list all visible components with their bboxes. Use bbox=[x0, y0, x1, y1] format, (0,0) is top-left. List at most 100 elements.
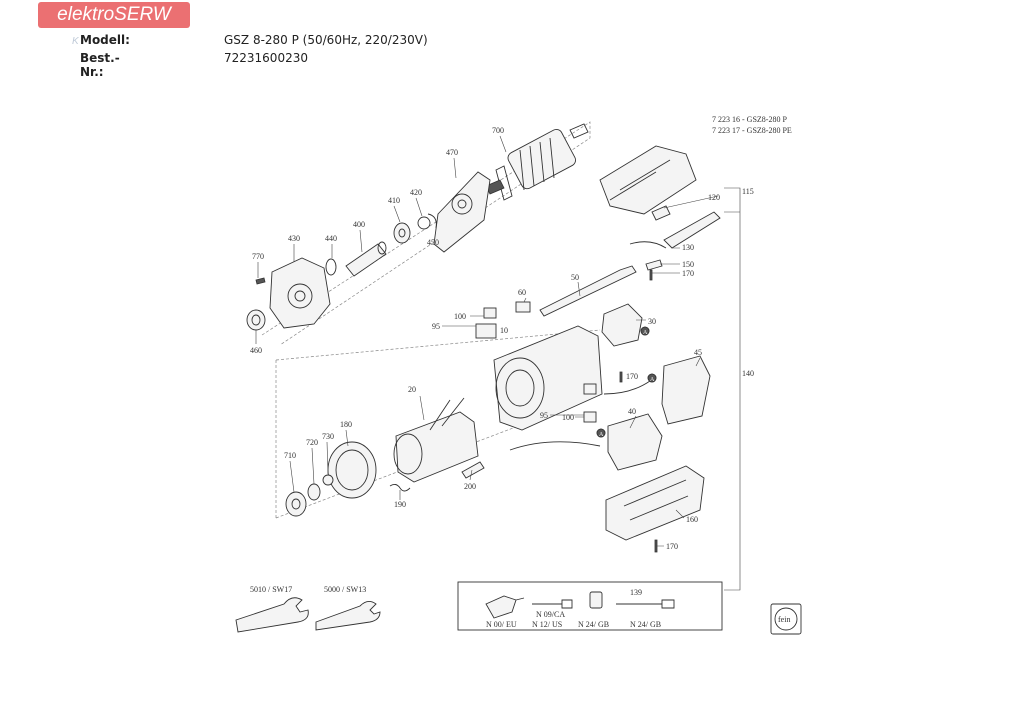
part-number: 95 bbox=[432, 322, 440, 331]
power-cable-part bbox=[629, 211, 721, 249]
gear-head-part bbox=[269, 257, 331, 329]
part-number: 120 bbox=[708, 193, 720, 202]
switch-lever-part bbox=[651, 205, 671, 221]
part-number-labels: 700 470 420 410 400 450 440 430 770 460 … bbox=[250, 126, 754, 597]
gb-plug-icon bbox=[589, 591, 603, 609]
part-number: 10 bbox=[500, 326, 508, 335]
part-number: 200 bbox=[464, 482, 476, 491]
carbon-brush-part bbox=[583, 383, 597, 423]
part-number: 100 bbox=[454, 312, 466, 321]
retaining-ring-part bbox=[427, 213, 437, 229]
switch-part bbox=[647, 355, 711, 425]
part-number: 470 bbox=[446, 148, 458, 157]
cable-plug-icon bbox=[616, 599, 675, 609]
plug-label: N 24/ GB bbox=[630, 620, 661, 629]
carbon-brush-part bbox=[475, 307, 497, 339]
connection-marker: A bbox=[599, 432, 604, 438]
wrench-label: 5010 / SW17 bbox=[250, 585, 292, 594]
housing-cover-part bbox=[599, 145, 697, 215]
electronic-module-part bbox=[601, 303, 650, 347]
spring-part bbox=[389, 483, 411, 492]
part-number: 430 bbox=[288, 234, 300, 243]
stator-part bbox=[393, 397, 479, 483]
part-number: 710 bbox=[284, 451, 296, 460]
model-value: GSZ 8-280 P (50/60Hz, 220/230V) bbox=[224, 33, 428, 47]
bearing-plate-part bbox=[433, 171, 491, 253]
eu-plug-icon bbox=[485, 595, 525, 619]
part-number: 450 bbox=[427, 238, 439, 247]
connection-markers: A A A bbox=[596, 326, 657, 438]
part-number: 20 bbox=[408, 385, 416, 394]
insulating-sleeve-part bbox=[461, 461, 485, 479]
wrench-sw17-icon bbox=[235, 597, 309, 633]
cable-clamp-part bbox=[645, 259, 663, 271]
part-number: 150 bbox=[682, 260, 694, 269]
part-number: 95 bbox=[540, 411, 548, 420]
part-number: 140 bbox=[742, 369, 754, 378]
variant-label: 7 223 17 - GSZ8-280 PE bbox=[712, 126, 792, 135]
wrench-label: 5000 / SW13 bbox=[324, 585, 366, 594]
fein-logo bbox=[770, 603, 802, 635]
part-number: 60 bbox=[518, 288, 526, 297]
screw-part bbox=[255, 277, 266, 285]
part-number: 50 bbox=[571, 273, 579, 282]
brush-cap-part bbox=[515, 301, 531, 313]
part-number: 770 bbox=[252, 252, 264, 261]
watermark: K bbox=[72, 36, 79, 47]
order-number-value: 72231600230 bbox=[224, 51, 308, 65]
assembly-axis-bottom bbox=[275, 394, 601, 519]
part-number: 40 bbox=[628, 407, 636, 416]
plug-label: N 00/ EU bbox=[486, 620, 517, 629]
assembly-axis-body bbox=[275, 329, 601, 518]
part-number: 700 bbox=[492, 126, 504, 135]
motor-housing-part bbox=[493, 325, 603, 431]
bearing-part bbox=[307, 483, 321, 501]
model-label: Modell: bbox=[80, 33, 130, 47]
part-number: 100 bbox=[562, 413, 574, 422]
connection-marker: A bbox=[650, 377, 655, 383]
part-number: 170 bbox=[626, 372, 638, 381]
ball-bearing-part bbox=[285, 491, 307, 517]
speed-control-part bbox=[596, 413, 663, 471]
o-ring-part bbox=[325, 258, 337, 276]
screw-part bbox=[619, 371, 623, 383]
part-number: 410 bbox=[388, 196, 400, 205]
elektroserw-logo: elektroSERW bbox=[38, 2, 190, 28]
washer-part bbox=[322, 474, 334, 486]
part-number: 160 bbox=[686, 515, 698, 524]
assembly-bracket bbox=[724, 187, 741, 591]
slide-switch-part bbox=[539, 265, 637, 317]
part-number: 730 bbox=[322, 432, 334, 441]
part-number: 720 bbox=[306, 438, 318, 447]
us-plug-icon bbox=[532, 599, 573, 609]
ball-bearing-part bbox=[393, 222, 411, 244]
part-number: 440 bbox=[325, 234, 337, 243]
part-number: 400 bbox=[353, 220, 365, 229]
part-number: 170 bbox=[682, 269, 694, 278]
variant-label: 7 223 16 - GSZ8-280 P bbox=[712, 115, 787, 124]
part-number: 130 bbox=[682, 243, 694, 252]
part-number: 45 bbox=[694, 348, 702, 357]
part-number: 190 bbox=[394, 500, 406, 509]
plug-label: N 24/ GB bbox=[578, 620, 609, 629]
nut-part bbox=[246, 309, 266, 331]
part-number: 30 bbox=[648, 317, 656, 326]
wrench-sw13-icon bbox=[315, 601, 381, 631]
part-number: 180 bbox=[340, 420, 352, 429]
bottom-cover-part bbox=[605, 465, 705, 541]
part-number: 115 bbox=[742, 187, 754, 196]
fein-logo-ring bbox=[774, 607, 798, 631]
plug-variants-box bbox=[457, 581, 723, 631]
order-number-label: Best.-Nr.: bbox=[80, 51, 120, 79]
fein-logo-text: fein bbox=[778, 615, 790, 624]
part-number: 420 bbox=[410, 188, 422, 197]
plug-label: N 09/CA bbox=[536, 610, 565, 619]
part-number: 170 bbox=[666, 542, 678, 551]
connection-marker: A bbox=[643, 330, 648, 336]
plug-label: N 12/ US bbox=[532, 620, 562, 629]
spindle-shaft-part bbox=[345, 241, 387, 277]
fan-guard-part bbox=[327, 441, 377, 499]
armature-part bbox=[485, 123, 589, 201]
leader-lines bbox=[255, 135, 719, 547]
